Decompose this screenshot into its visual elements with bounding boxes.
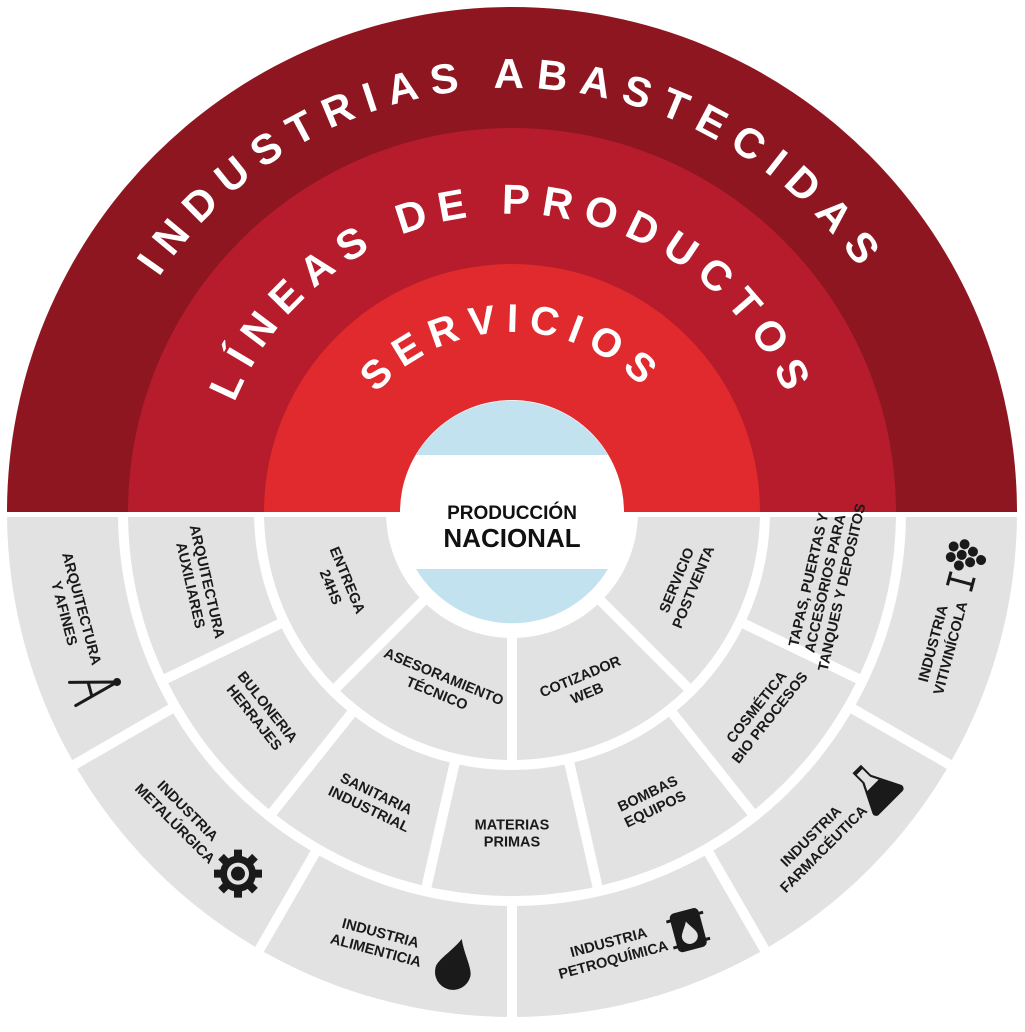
producto-segment-shape [128, 516, 278, 675]
center-label-line1: PRODUCCIÓN [447, 502, 577, 524]
flag-top-stripe [416, 400, 608, 455]
gear-icon [213, 849, 262, 898]
producto-segment-shape [168, 628, 348, 810]
compass-icon [68, 678, 122, 708]
flask-icon [852, 764, 904, 816]
servicio-segment-shape [604, 516, 760, 684]
flag-bottom-stripe [416, 569, 608, 624]
producto-label-line: MATERIAS [475, 818, 550, 834]
servicio-segment-shape [516, 604, 684, 760]
industria-segment-shape [713, 713, 947, 947]
servicio-segment-shape [264, 516, 420, 684]
producto-segment-shape [676, 628, 856, 810]
produccion-nacional-badge: PRODUCCIÓN NACIONAL [400, 400, 624, 624]
center-label-line2: NACIONAL [443, 523, 580, 553]
industria-segment-shape [7, 516, 169, 761]
grapes-icon [945, 539, 987, 592]
producto-label-line: PRIMAS [484, 835, 541, 851]
productos-ring: ARQUITECTURAAUXILIARESBULONERIAHERRAJESS… [128, 502, 896, 897]
oil-barrel-icon [665, 908, 711, 953]
servicios-arc [264, 264, 760, 512]
producto-segment-shape [574, 716, 748, 886]
industria-segment-shape [516, 855, 761, 1017]
servicio-segment-shape [340, 604, 508, 760]
producto-segment-shape [746, 516, 896, 675]
producto-segment-shape [431, 764, 593, 897]
producto-segment-shape [276, 716, 450, 886]
drop-icon [434, 939, 471, 990]
industria-segment-shape [855, 516, 1017, 761]
